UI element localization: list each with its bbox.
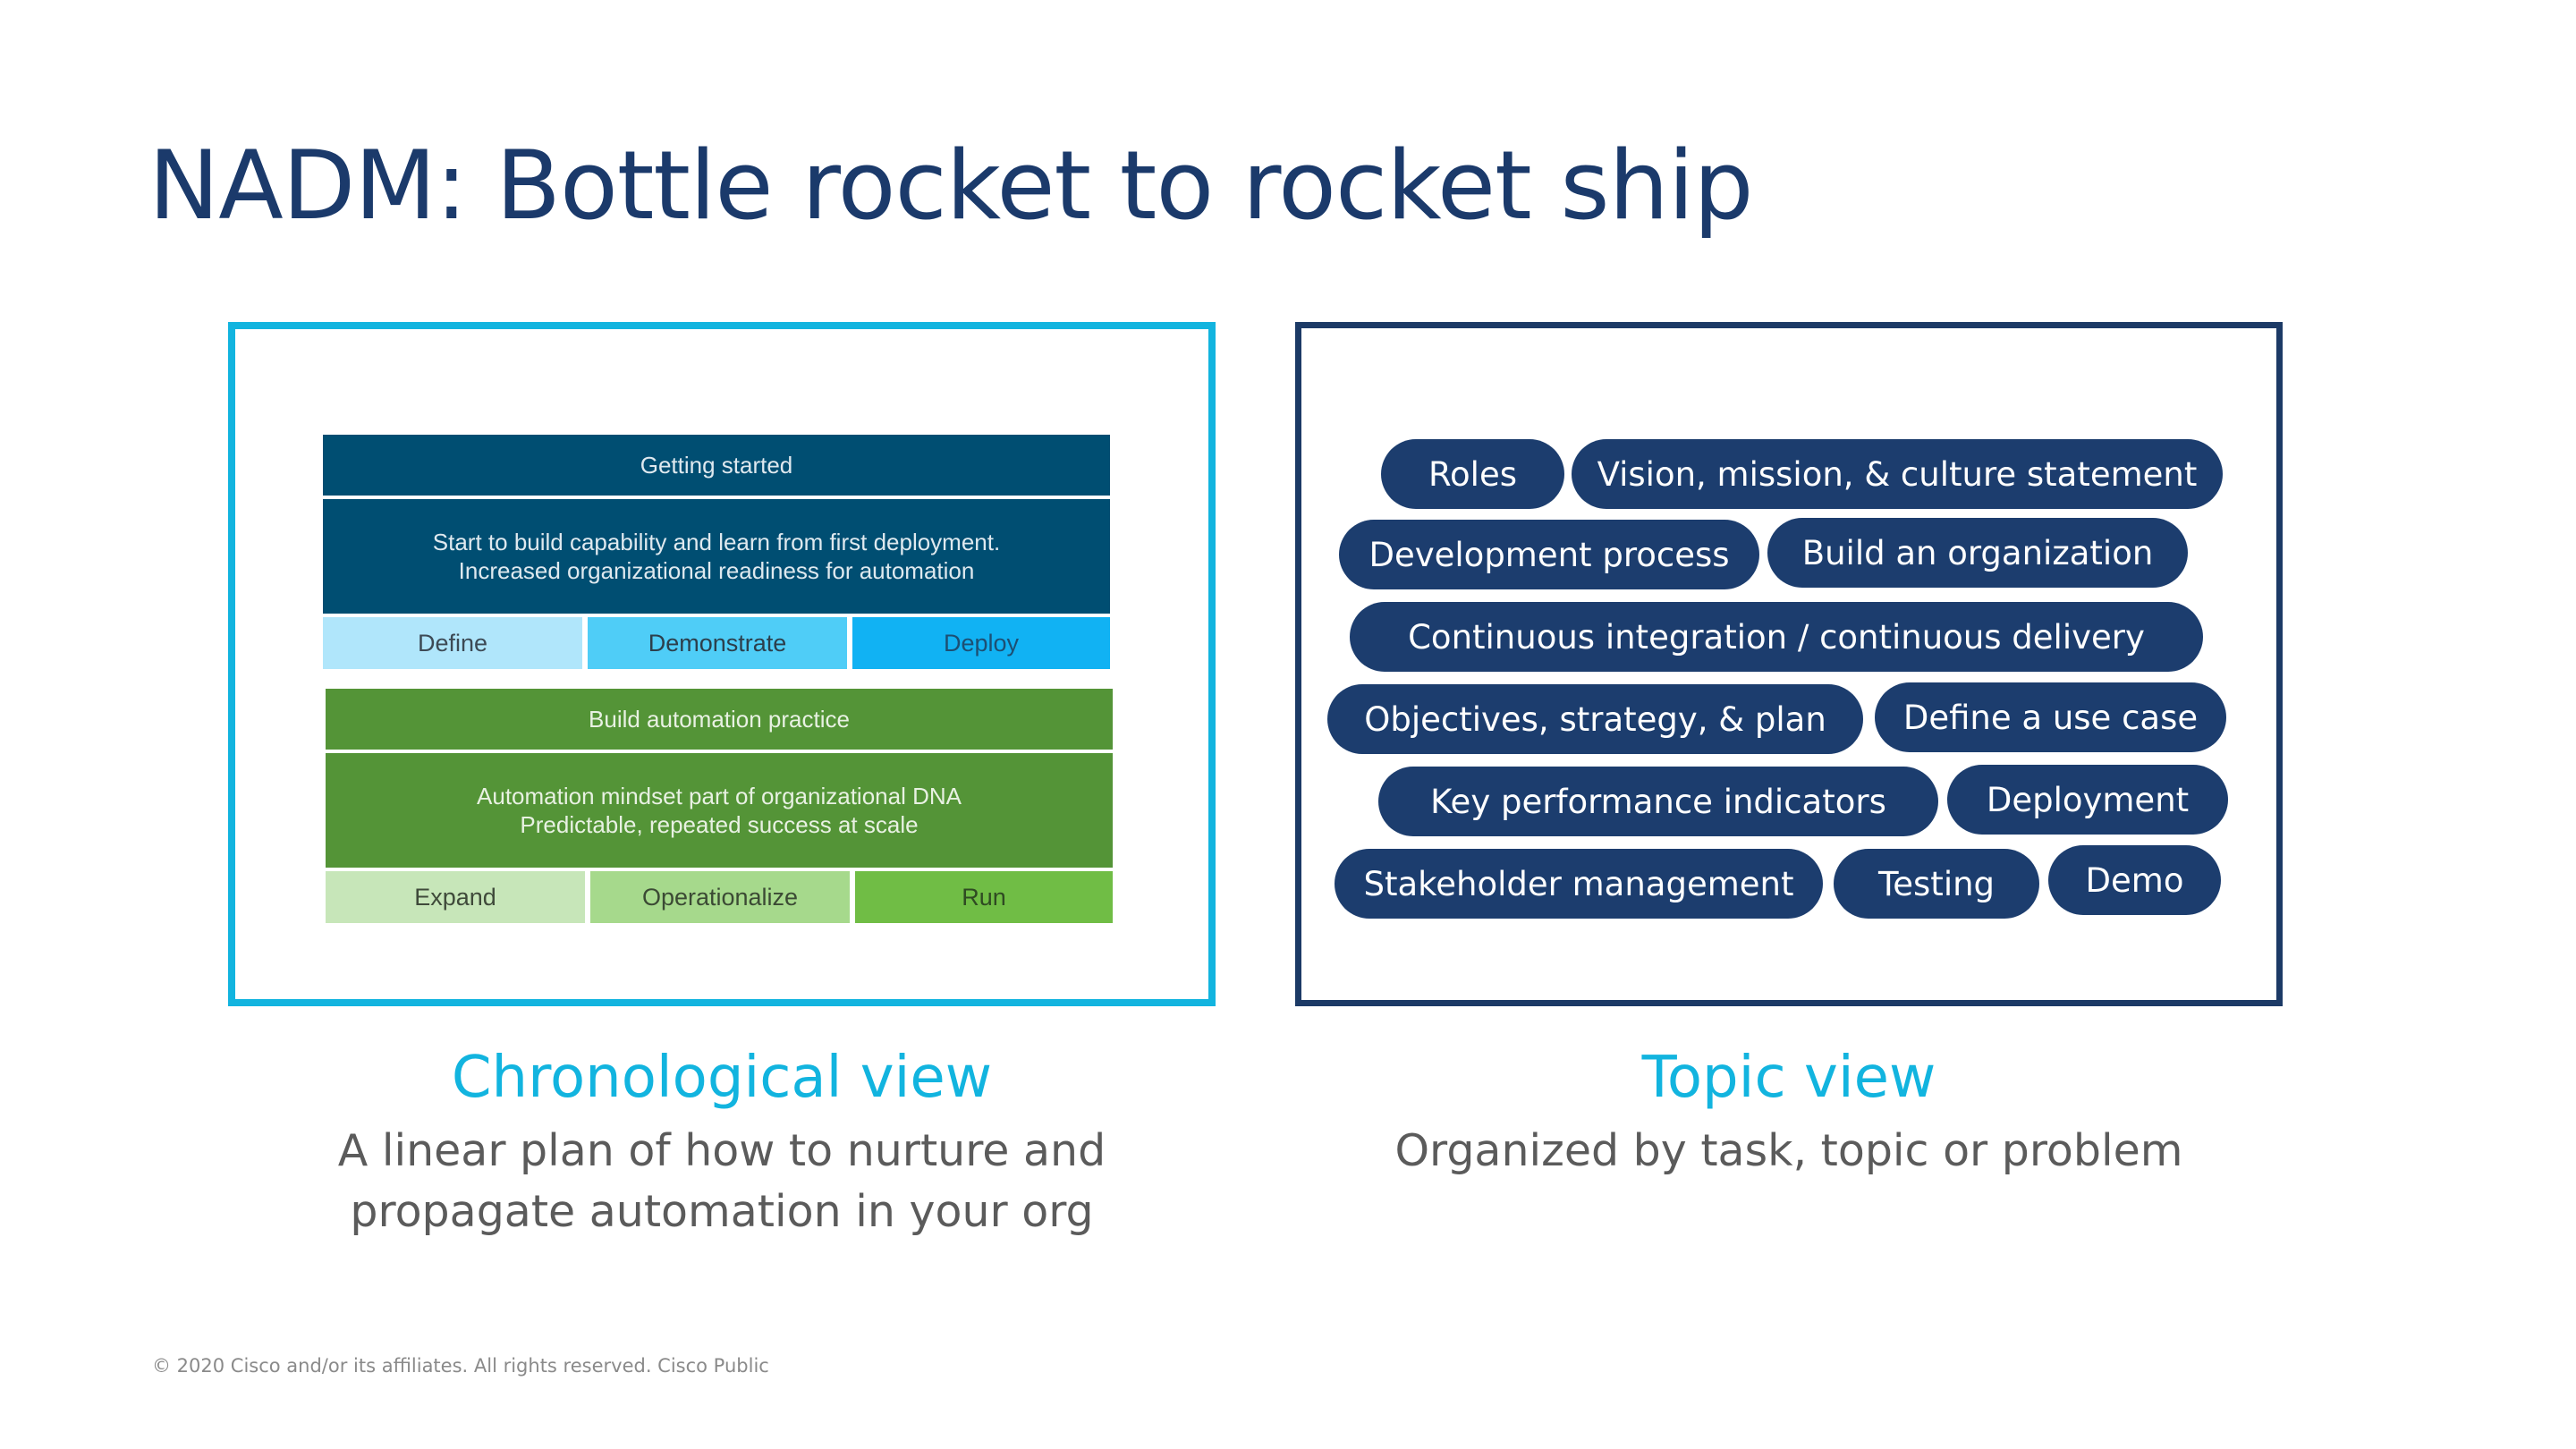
step-define: Define <box>323 617 582 669</box>
topic-pill-demo: Demo <box>2048 845 2221 915</box>
chronological-view-heading: Chronological view <box>451 1045 993 1111</box>
chronological-view-description: A linear plan of how to nurture and prop… <box>228 1121 1216 1242</box>
topic-pill-define-use-case: Define a use case <box>1875 682 2226 752</box>
topic-pill-testing: Testing <box>1834 849 2039 919</box>
phase2-desc-line: Automation mindset part of organizationa… <box>477 782 962 809</box>
topic-view-panel: Roles Vision, mission, & culture stateme… <box>1295 322 2283 1006</box>
caption-line: Organized by task, topic or problem <box>1394 1125 2183 1176</box>
phase1-header: Getting started <box>323 435 1110 496</box>
topic-pill-kpis: Key performance indicators <box>1378 767 1938 836</box>
topic-pill-vision: Vision, mission, & culture statement <box>1572 439 2223 509</box>
phase2-header: Build automation practice <box>326 689 1113 750</box>
topic-pill-stakeholder: Stakeholder management <box>1335 849 1823 919</box>
step-operationalize: Operationalize <box>590 871 850 923</box>
step-expand: Expand <box>326 871 585 923</box>
step-deploy: Deploy <box>852 617 1110 669</box>
step-run: Run <box>855 871 1113 923</box>
phase1-desc-line: Increased organizational readiness for a… <box>458 557 975 584</box>
phase2-desc-line: Predictable, repeated success at scale <box>520 811 919 838</box>
topic-pill-objectives: Objectives, strategy, & plan <box>1327 684 1863 754</box>
topic-pill-deployment: Deployment <box>1947 765 2228 835</box>
step-demonstrate: Demonstrate <box>588 617 847 669</box>
chronological-view-panel: Getting started Start to build capabilit… <box>228 322 1216 1006</box>
topic-pill-development-process: Development process <box>1339 520 1759 589</box>
slide-title: NADM: Bottle rocket to rocket ship <box>148 131 1754 241</box>
topic-pill-ci-cd: Continuous integration / continuous deli… <box>1350 602 2203 672</box>
topic-pill-roles: Roles <box>1381 439 1564 509</box>
topic-view-description: Organized by task, topic or problem <box>1295 1121 2283 1182</box>
copyright-footer: © 2020 Cisco and/or its affiliates. All … <box>152 1355 769 1377</box>
topic-view-heading: Topic view <box>1641 1045 1936 1111</box>
caption-line: A linear plan of how to nurture and <box>337 1125 1106 1176</box>
caption-line: propagate automation in your org <box>350 1186 1094 1237</box>
phase1-desc-line: Start to build capability and learn from… <box>432 528 1001 555</box>
phase2-description: Automation mindset part of organizationa… <box>326 753 1113 868</box>
phase1-description: Start to build capability and learn from… <box>323 499 1110 614</box>
topic-pill-build-organization: Build an organization <box>1767 518 2188 588</box>
